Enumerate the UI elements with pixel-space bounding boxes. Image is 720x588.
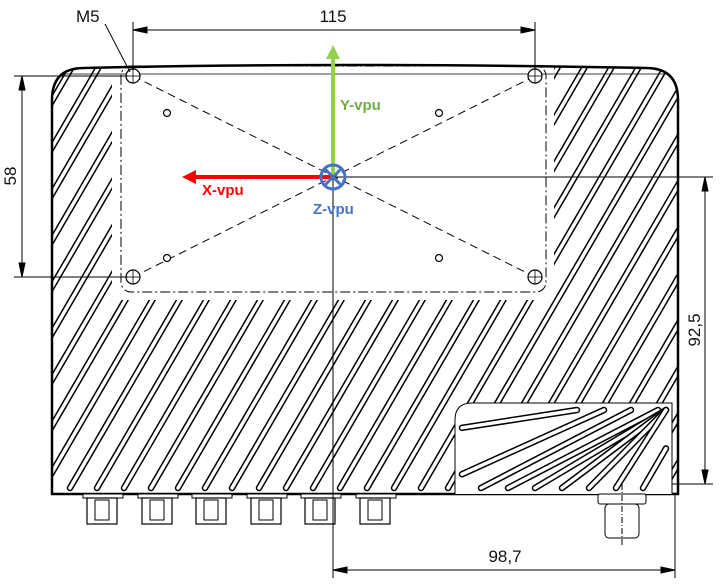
dimension-58	[14, 75, 128, 278]
y-axis-arrowhead	[326, 45, 340, 59]
connector	[246, 493, 288, 525]
dimension-98-7	[332, 494, 676, 578]
hole-crosshairs	[126, 69, 542, 284]
z-axis-label: Z-vpu	[313, 201, 354, 218]
dimension-92-5-label: 92,5	[685, 313, 704, 346]
dimension-115	[132, 22, 536, 70]
hatch-slot	[641, 446, 668, 490]
lower-panel-hatching	[458, 406, 670, 492]
connectors	[82, 493, 397, 525]
x-axis-label: X-vpu	[202, 182, 244, 199]
hatch-slot	[614, 408, 668, 490]
housing-outline	[50, 63, 680, 496]
hatch-slot	[506, 408, 660, 490]
z-axis-into-page-icon	[319, 163, 347, 191]
connector	[355, 493, 397, 525]
hatch-slot	[52, 65, 106, 490]
dimension-92-5	[672, 176, 713, 485]
hatch-slot	[52, 65, 54, 492]
m5-leader-line	[104, 23, 131, 73]
m5-label: M5	[76, 7, 100, 26]
cable-gland	[597, 484, 647, 545]
connector	[300, 493, 342, 525]
dimension-58-label: 58	[1, 167, 20, 186]
x-axis-arrowhead	[182, 170, 196, 184]
dimension-115-label: 115	[319, 7, 346, 26]
connector	[137, 493, 179, 525]
connector	[82, 493, 124, 525]
dimension-98-7-label: 98,7	[488, 547, 521, 566]
hatch-slot	[52, 65, 133, 490]
hatch-slot	[460, 408, 606, 476]
hatch-slot	[0, 58, 50, 488]
hatch-slot	[460, 408, 579, 430]
hatch-slot	[587, 408, 668, 490]
hatch-slot	[479, 408, 633, 490]
y-axis-label: Y-vpu	[340, 97, 381, 114]
connector	[191, 493, 233, 525]
